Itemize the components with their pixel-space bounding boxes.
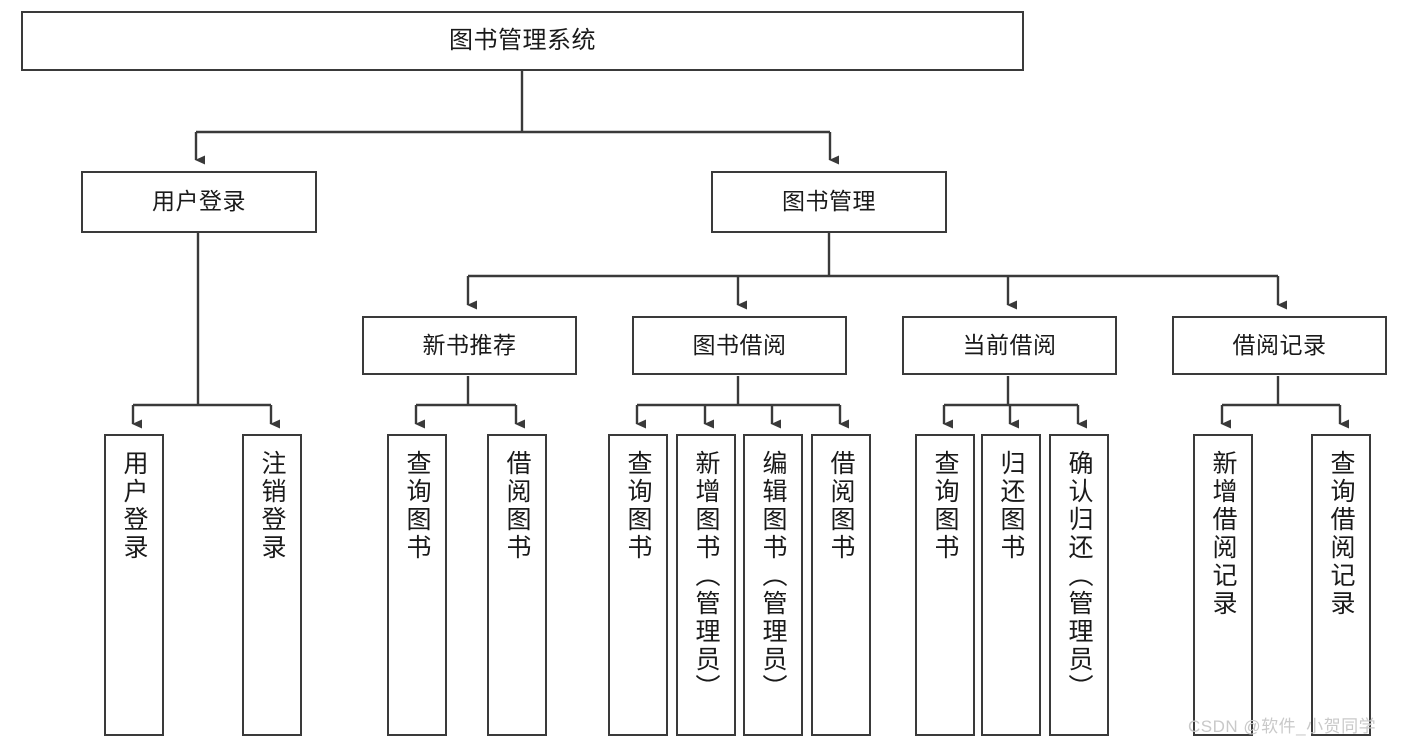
node-label: 借阅图书 bbox=[503, 450, 531, 562]
node-current-borrow[interactable]: 当前借阅 bbox=[902, 316, 1117, 375]
node-book-management[interactable]: 图书管理 bbox=[711, 171, 947, 233]
node-label: 确认归还（管理员） bbox=[1065, 450, 1093, 702]
leaf-borrow-borrow-book[interactable]: 借阅图书 bbox=[811, 434, 871, 736]
node-root-system[interactable]: 图书管理系统 bbox=[21, 11, 1024, 71]
node-label: 图书管理 bbox=[782, 188, 876, 215]
node-label: 查询图书 bbox=[931, 450, 959, 562]
leaf-newbook-query-book[interactable]: 查询图书 bbox=[387, 434, 447, 736]
leaf-borrow-add-book-admin[interactable]: 新增图书（管理员） bbox=[676, 434, 736, 736]
csdn-watermark: CSDN @软件_小贺同学 bbox=[1188, 717, 1377, 736]
node-label: 归还图书 bbox=[997, 450, 1025, 562]
leaf-borrow-edit-book-admin[interactable]: 编辑图书（管理员） bbox=[743, 434, 803, 736]
node-label: 新增图书（管理员） bbox=[692, 450, 720, 702]
leaf-current-confirm-return-admin[interactable]: 确认归还（管理员） bbox=[1049, 434, 1109, 736]
node-borrow-record[interactable]: 借阅记录 bbox=[1172, 316, 1387, 375]
node-label: 查询借阅记录 bbox=[1327, 450, 1355, 618]
node-label: 借阅记录 bbox=[1232, 331, 1327, 358]
node-label: 图书管理系统 bbox=[449, 26, 596, 54]
node-label: 编辑图书（管理员） bbox=[759, 450, 787, 702]
node-label: 新增借阅记录 bbox=[1209, 450, 1237, 618]
node-label: 查询图书 bbox=[624, 450, 652, 562]
node-label: 新书推荐 bbox=[422, 331, 517, 358]
leaf-user-login[interactable]: 用户登录 bbox=[104, 434, 164, 736]
node-label: 用户登录 bbox=[120, 450, 148, 562]
leaf-newbook-borrow-book[interactable]: 借阅图书 bbox=[487, 434, 547, 736]
leaf-current-return-book[interactable]: 归还图书 bbox=[981, 434, 1041, 736]
node-label: 用户登录 bbox=[152, 188, 246, 215]
node-book-borrow[interactable]: 图书借阅 bbox=[632, 316, 847, 375]
node-label: 借阅图书 bbox=[827, 450, 855, 562]
leaf-borrow-query-book[interactable]: 查询图书 bbox=[608, 434, 668, 736]
node-label: 当前借阅 bbox=[962, 331, 1057, 358]
leaf-current-query-book[interactable]: 查询图书 bbox=[915, 434, 975, 736]
leaf-user-logout[interactable]: 注销登录 bbox=[242, 434, 302, 736]
node-user-login[interactable]: 用户登录 bbox=[81, 171, 317, 233]
leaf-record-query-borrow-record[interactable]: 查询借阅记录 bbox=[1311, 434, 1371, 736]
node-label: 图书借阅 bbox=[692, 331, 787, 358]
node-label: 查询图书 bbox=[403, 450, 431, 562]
node-new-book-recommend[interactable]: 新书推荐 bbox=[362, 316, 577, 375]
node-label: 注销登录 bbox=[258, 450, 286, 562]
leaf-record-add-borrow-record[interactable]: 新增借阅记录 bbox=[1193, 434, 1253, 736]
